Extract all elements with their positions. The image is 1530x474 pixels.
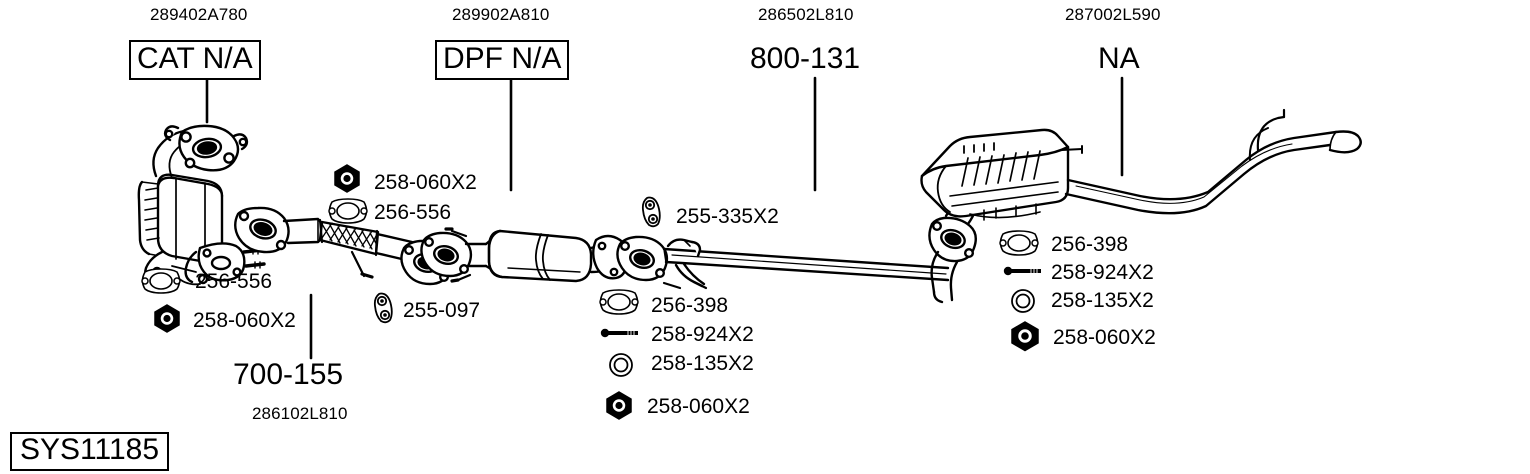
callout-label-255-097: 255-097 [403, 299, 481, 322]
rubber-hanger-icon [372, 292, 396, 324]
flange-gasket-icon [138, 268, 184, 294]
hex-nut-icon [604, 390, 634, 420]
part-number-muffler: 287002L590 [1065, 5, 1161, 24]
callout-label-256-398-muffler: 256-398 [1051, 233, 1129, 256]
washer-ring-icon [1010, 288, 1036, 314]
callout-label-258-924X2-muffler: 258-924X2 [1051, 261, 1154, 284]
header-title-dpf: DPF N/A [435, 40, 570, 80]
bolt-icon [1003, 265, 1045, 277]
front-pipe-part-number: 286102L810 [252, 404, 348, 423]
callout-label-256-556-cat: 256-556 [195, 270, 273, 293]
hex-nut-icon [332, 163, 362, 193]
callout-label-256-398-dpf: 256-398 [651, 294, 729, 317]
washer-ring-icon [608, 352, 634, 378]
header-title-muffler: NA [1098, 42, 1140, 75]
hex-nut-icon [152, 303, 182, 333]
flange-gasket-icon [996, 230, 1042, 256]
callout-label-256-556-flex: 256-556 [374, 201, 452, 224]
callout-label-258-924X2-dpf: 258-924X2 [651, 323, 754, 346]
header-title-cat: CAT N/A [129, 40, 261, 80]
rubber-hanger-icon [640, 196, 664, 228]
callout-label-258-060X2-muffler: 258-060X2 [1053, 326, 1156, 349]
system-tag: SYS11185 [10, 432, 169, 471]
callout-label-258-135X2-muffler: 258-135X2 [1051, 289, 1154, 312]
flange-gasket-icon [596, 289, 642, 315]
callout-label-258-060X2-dpf: 258-060X2 [647, 395, 750, 418]
callout-label-258-060X2-flex: 258-060X2 [374, 171, 477, 194]
front-pipe-title: 700-155 [233, 358, 344, 391]
header-title-centre-pipe: 800-131 [750, 42, 861, 75]
bolt-icon [600, 327, 642, 339]
part-number-centre-pipe: 286502L810 [758, 5, 854, 24]
flange-gasket-icon [325, 198, 371, 224]
hex-nut-icon [1009, 320, 1041, 352]
callout-label-258-135X2-dpf: 258-135X2 [651, 352, 754, 375]
part-number-dpf: 289902A810 [452, 5, 550, 24]
callout-label-258-060X2-cat: 258-060X2 [193, 309, 296, 332]
part-number-cat: 289402A780 [150, 5, 248, 24]
callout-label-255-335X2: 255-335X2 [676, 205, 779, 228]
